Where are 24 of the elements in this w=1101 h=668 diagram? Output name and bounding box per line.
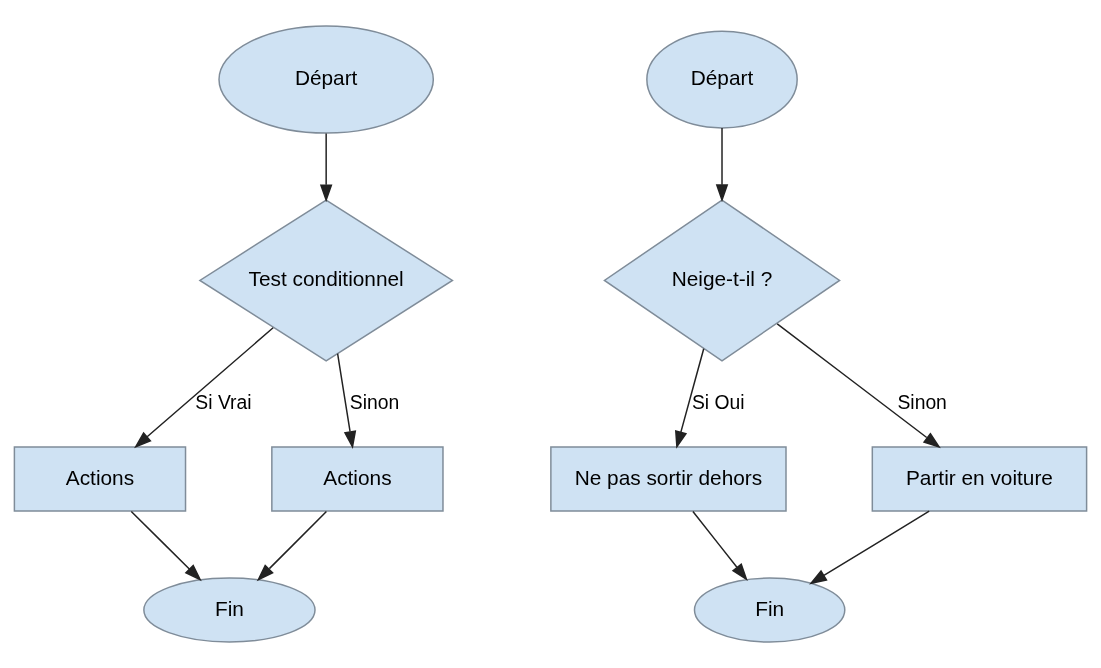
node-box: Partir en voiture bbox=[871, 446, 1088, 512]
node-ellipse: Fin bbox=[143, 577, 316, 643]
arrow bbox=[715, 127, 729, 203]
arrow bbox=[256, 510, 328, 582]
edge-label: Si Oui bbox=[691, 391, 745, 413]
node-box: Actions bbox=[13, 446, 187, 512]
node-box: Ne pas sortir dehors bbox=[550, 446, 787, 512]
arrow bbox=[130, 510, 202, 582]
node-ellipse: Départ bbox=[646, 30, 798, 129]
node-diamond: Test conditionnel bbox=[198, 199, 454, 362]
arrow bbox=[336, 352, 357, 449]
node-ellipse: Fin bbox=[693, 577, 846, 643]
arrow bbox=[134, 327, 274, 449]
node-ellipse: Départ bbox=[218, 25, 435, 134]
edge-label: Sinon bbox=[349, 391, 400, 413]
arrow bbox=[809, 510, 930, 585]
edge-label: Si Vrai bbox=[195, 391, 252, 413]
node-box: Actions bbox=[271, 446, 444, 512]
node-diamond: Neige-t-il ? bbox=[603, 199, 841, 362]
arrow bbox=[776, 323, 941, 449]
arrow bbox=[675, 347, 705, 449]
edge-label: Sinon bbox=[897, 391, 947, 413]
arrow bbox=[692, 510, 748, 581]
arrow bbox=[319, 132, 333, 203]
